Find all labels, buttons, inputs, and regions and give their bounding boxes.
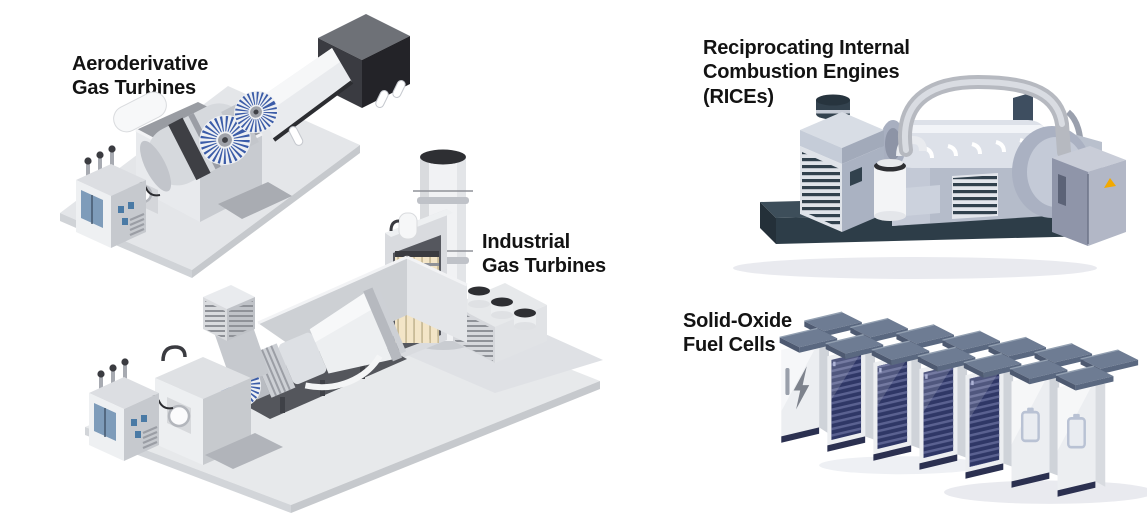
lightning-bolt-icon	[793, 366, 810, 410]
fan-blade-icon	[191, 83, 286, 173]
aeroderivative-gas-turbine-illustration	[60, 14, 410, 278]
gas-turbine-body	[241, 287, 407, 400]
solid-oxide-fuel-cells-illustration	[778, 311, 1147, 504]
label-line: Reciprocating Internal	[703, 37, 910, 59]
exhaust-pipe	[897, 74, 1071, 159]
warning-triangle-icon	[1104, 178, 1116, 188]
control-cabinet	[1052, 146, 1126, 246]
generator-block	[155, 357, 283, 469]
label-line: Industrial	[482, 231, 571, 253]
white-tank	[874, 135, 927, 221]
industrial-gas-turbine-illustration	[85, 149, 603, 513]
label-line: (RICEs)	[703, 85, 774, 108]
battery-icon	[1020, 406, 1040, 443]
label-line: Combustion Engines	[703, 61, 900, 84]
label-solid-oxide-fuel-cells: Solid-Oxide Fuel Cells	[683, 309, 792, 358]
door-handle	[785, 368, 790, 395]
label-line: Fuel Cells	[683, 334, 776, 357]
fuel-cell-cabinet	[1055, 365, 1115, 497]
fuel-cell-cabinet	[871, 340, 930, 461]
ground-shadow	[944, 480, 1147, 504]
fuel-cell-cabinet	[778, 327, 838, 443]
intake-vent-box	[203, 285, 269, 387]
silencer-unit	[453, 283, 547, 363]
label-line: Aeroderivative	[72, 53, 209, 75]
label-aeroderivative-gas-turbines: Aeroderivative Gas Turbines	[72, 52, 208, 101]
silencer-outlets	[468, 286, 536, 330]
radiator-unit	[800, 94, 884, 232]
white-tank	[113, 91, 167, 133]
drain-pipe-stub	[288, 126, 304, 146]
battery-icon	[1066, 412, 1087, 449]
ground-shadow	[733, 257, 1097, 279]
vent-cap	[816, 94, 850, 120]
label-line: Gas Turbines	[482, 255, 606, 278]
label-rices: Reciprocating Internal Combustion Engine…	[703, 36, 910, 109]
label-line: Gas Turbines	[72, 77, 196, 100]
fuel-cell-cabinet	[825, 334, 884, 452]
label-line: Solid-Oxide	[683, 310, 792, 332]
fuel-cell-cabinet	[917, 346, 977, 470]
rice-genset-illustration	[733, 74, 1126, 279]
ground-shadow	[819, 456, 984, 475]
hook-pipe	[161, 345, 187, 362]
exhaust-cone	[258, 48, 354, 142]
fuel-cell-cabinet	[963, 352, 1023, 479]
fuel-cell-cabinet	[1009, 359, 1069, 488]
label-industrial-gas-turbines: Industrial Gas Turbines	[482, 230, 606, 279]
